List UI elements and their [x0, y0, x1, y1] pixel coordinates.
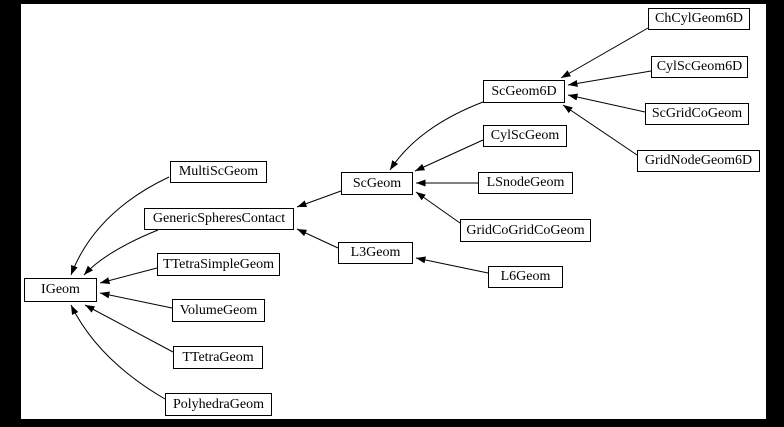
node-ChCylGeom6D[interactable]: ChCylGeom6D [648, 8, 750, 30]
node-GenericSpheresContact[interactable]: GenericSpheresContact [144, 208, 294, 230]
node-CylScGeom[interactable]: CylScGeom [483, 125, 567, 147]
node-LSnodeGeom[interactable]: LSnodeGeom [478, 172, 573, 194]
node-CylScGeom6D[interactable]: CylScGeom6D [651, 56, 748, 78]
node-ScGridCoGeom[interactable]: ScGridCoGeom [645, 103, 749, 125]
node-PolyhedraGeom[interactable]: PolyhedraGeom [165, 393, 272, 416]
node-ScGeom6D[interactable]: ScGeom6D [483, 80, 565, 103]
node-IGeom[interactable]: IGeom [24, 278, 97, 302]
node-GridNodeGeom6D[interactable]: GridNodeGeom6D [637, 150, 760, 172]
node-L6Geom[interactable]: L6Geom [488, 266, 563, 288]
node-MultiScGeom[interactable]: MultiScGeom [170, 161, 267, 183]
node-VolumeGeom[interactable]: VolumeGeom [172, 299, 265, 322]
node-ScGeom[interactable]: ScGeom [341, 172, 413, 195]
node-TTetraGeom[interactable]: TTetraGeom [173, 346, 263, 369]
node-GridCoGridCoGeom[interactable]: GridCoGridCoGeom [460, 219, 591, 242]
node-TTetraSimpleGeom[interactable]: TTetraSimpleGeom [157, 253, 280, 276]
node-L3Geom[interactable]: L3Geom [338, 242, 413, 264]
